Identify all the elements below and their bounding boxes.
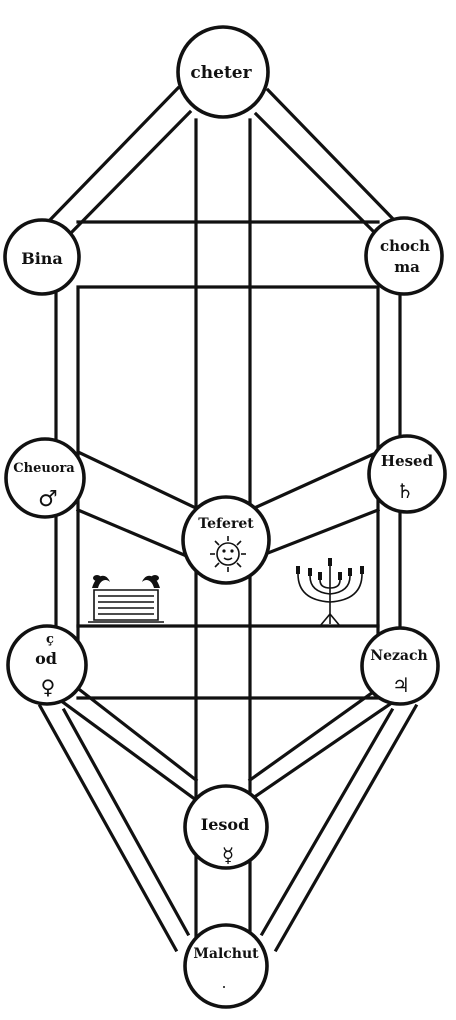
node-hod: ç od ♀ xyxy=(6,624,88,706)
node-cheter: cheter xyxy=(176,25,270,119)
node-nezach-label: Nezach xyxy=(370,648,427,664)
path-cheuora-teferet-b xyxy=(75,507,199,563)
node-hod-top-mark: ç xyxy=(46,632,54,647)
menorah-icon xyxy=(296,558,364,627)
node-nezach: Nezach ♃ xyxy=(360,626,440,706)
ark-of-covenant-icon xyxy=(88,575,164,623)
node-hesed-label: Hesed xyxy=(381,452,434,470)
node-bina-label: Bina xyxy=(21,249,63,268)
path-nezach-iesod-a xyxy=(247,697,399,803)
node-chochma-label-1: choch xyxy=(380,237,430,255)
node-hod-label: od xyxy=(35,649,57,668)
node-teferet-label: Teferet xyxy=(198,516,254,532)
path-hesed-teferet-b xyxy=(247,507,381,563)
path-cheuora-teferet-a xyxy=(75,449,203,513)
path-hod-iesod-a xyxy=(57,697,199,803)
mars-icon: ♂ xyxy=(38,487,58,512)
node-iesod: Iesod ☿ xyxy=(183,784,269,870)
crescent-moon-icon xyxy=(218,978,230,1002)
node-chochma-label-2: ma xyxy=(394,258,420,276)
path-cheter-chochma-a xyxy=(265,87,399,225)
node-iesod-label: Iesod xyxy=(201,815,250,834)
path-nezach-malchut-a xyxy=(273,703,419,953)
node-malchut: Malchut xyxy=(183,923,269,1009)
node-cheuora-label: Cheuora xyxy=(13,461,75,476)
path-nezach-iesod-b xyxy=(247,687,379,783)
node-chochma: choch ma xyxy=(364,216,444,296)
jupiter-icon: ♃ xyxy=(392,673,410,697)
saturn-icon: ♄ xyxy=(396,479,414,503)
sun-face-icon xyxy=(210,536,246,572)
node-malchut-label: Malchut xyxy=(193,946,259,962)
mercury-icon: ☿ xyxy=(222,843,234,867)
venus-icon: ♀ xyxy=(41,675,56,699)
node-bina: Bina xyxy=(3,218,81,296)
node-hesed: Hesed ♄ xyxy=(367,434,447,514)
node-teferet: Teferet xyxy=(181,495,271,585)
node-cheter-label: cheter xyxy=(190,63,252,83)
path-hod-malchut-a xyxy=(37,703,179,953)
path-hod-iesod-b xyxy=(77,687,199,783)
path-cheter-bina-b xyxy=(65,109,193,239)
path-cheter-bina-a xyxy=(45,85,181,225)
node-cheuora: Cheuora ♂ xyxy=(4,437,86,519)
path-hod-malchut-b xyxy=(61,707,191,937)
path-cheter-chochma-b xyxy=(253,111,381,239)
path-hesed-teferet-a xyxy=(247,449,381,513)
path-nezach-malchut-b xyxy=(259,707,395,937)
